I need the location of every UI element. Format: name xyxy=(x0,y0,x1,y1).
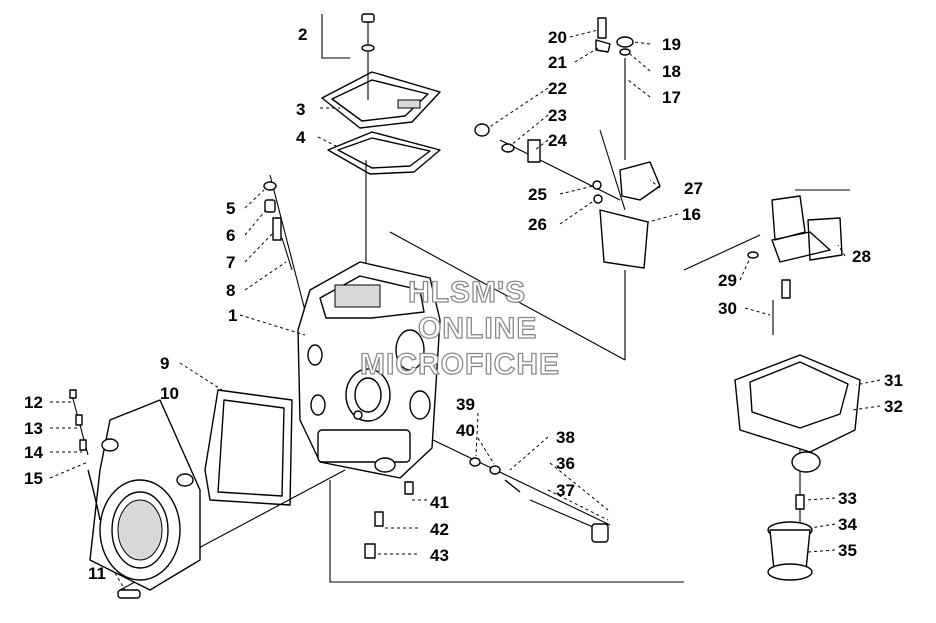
watermark: HLSM'S ONLINE MICROFICHE xyxy=(359,275,560,381)
intake-adapter xyxy=(87,399,201,591)
callout-14: 14 xyxy=(24,443,43,462)
callout-4: 4 xyxy=(296,128,306,147)
callout-3: 3 xyxy=(296,100,305,119)
callout-39: 39 xyxy=(456,395,475,414)
pilot-jet-parts xyxy=(263,181,293,271)
callout-26: 26 xyxy=(528,215,547,234)
callout-36: 36 xyxy=(556,454,575,473)
callout-23: 23 xyxy=(548,106,567,125)
callout-16: 16 xyxy=(682,205,701,224)
float-bowl xyxy=(734,354,861,473)
callout-13: 13 xyxy=(24,419,43,438)
callout-35: 35 xyxy=(838,541,857,560)
gasket xyxy=(327,131,441,175)
callout-18: 18 xyxy=(662,62,681,81)
top-cover xyxy=(321,13,441,129)
watermark-line-3: MICROFICHE xyxy=(360,348,560,381)
callout-1: 1 xyxy=(228,306,237,325)
callout-5: 5 xyxy=(226,199,235,218)
callout-12: 12 xyxy=(24,393,43,412)
gasket-9 xyxy=(204,389,293,506)
leader-lines xyxy=(114,29,881,591)
callout-33: 33 xyxy=(838,489,857,508)
callout-42: 42 xyxy=(430,520,449,539)
callout-20: 20 xyxy=(548,28,567,47)
callout-28: 28 xyxy=(852,247,871,266)
callout-21: 21 xyxy=(548,53,567,72)
bottom-jets xyxy=(364,481,430,559)
carburetor-body xyxy=(297,261,441,479)
left-small-parts xyxy=(49,389,89,479)
watermark-line-1: HLSM'S xyxy=(408,276,526,309)
screw-11 xyxy=(117,589,141,599)
callout-41: 41 xyxy=(430,493,449,512)
callout-2: 2 xyxy=(298,25,307,44)
callout-32: 32 xyxy=(884,397,903,416)
callout-31: 31 xyxy=(884,371,903,390)
callout-30: 30 xyxy=(718,299,737,318)
callout-34: 34 xyxy=(838,515,857,534)
callout-17: 17 xyxy=(662,88,681,107)
callout-40: 40 xyxy=(456,421,475,440)
callout-15: 15 xyxy=(24,469,43,488)
callout-7: 7 xyxy=(226,253,235,272)
callout-10: 10 xyxy=(160,384,179,403)
callout-29: 29 xyxy=(718,271,737,290)
callout-38: 38 xyxy=(556,428,575,447)
watermark-line-2: ONLINE xyxy=(418,312,537,345)
callout-37: 37 xyxy=(556,481,575,500)
drain-parts xyxy=(767,494,813,581)
air-screw-parts xyxy=(469,457,609,543)
callout-9: 9 xyxy=(160,354,169,373)
callout-27: 27 xyxy=(684,179,703,198)
callout-25: 25 xyxy=(528,185,547,204)
callout-19: 19 xyxy=(662,35,681,54)
callout-11: 11 xyxy=(88,564,106,583)
float-assembly xyxy=(747,195,843,335)
callout-24: 24 xyxy=(548,131,567,150)
throttle-linkage xyxy=(474,17,661,269)
callout-8: 8 xyxy=(226,281,235,300)
callout-43: 43 xyxy=(430,546,449,565)
callout-6: 6 xyxy=(226,226,235,245)
callout-numbers: 1 2 3 4 5 6 7 8 9 10 11 12 13 14 15 16 1… xyxy=(24,25,903,583)
callout-22: 22 xyxy=(548,79,567,98)
